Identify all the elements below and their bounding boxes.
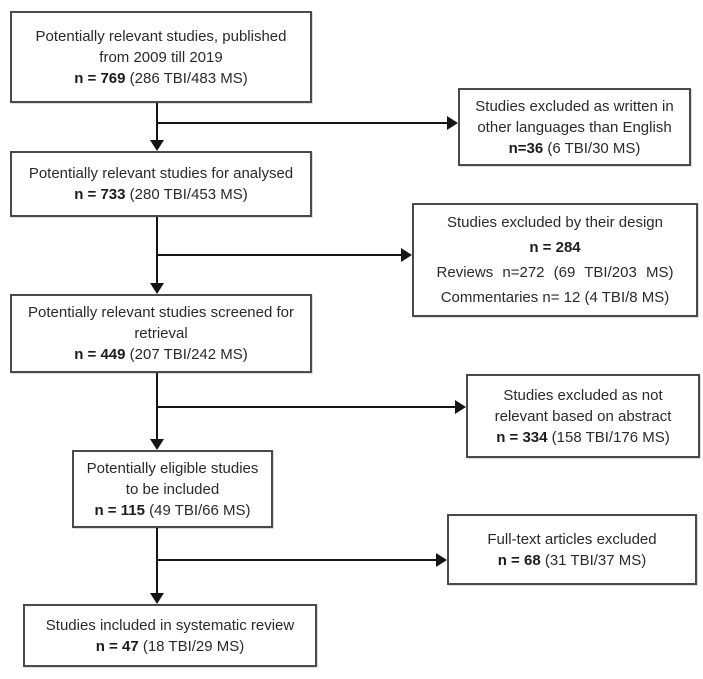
arrow-down-icon <box>150 283 164 294</box>
box-count-line: n = 733 (280 TBI/453 MS) <box>12 184 310 205</box>
connector-line <box>156 122 447 124</box>
box-count-line: n = 284 <box>414 235 696 260</box>
arrow-down-icon <box>150 593 164 604</box>
count-rest: (158 TBI/176 MS) <box>547 428 670 446</box>
box-text-line: Full-text articles excluded <box>487 530 657 548</box>
box-text-line: Studies excluded by their design <box>447 214 663 231</box>
box-count-line: n=36 (6 TBI/30 MS) <box>460 138 689 159</box>
count-rest: (280 TBI/453 MS) <box>125 186 248 203</box>
box-text-line: Potentially eligible studies <box>86 459 259 477</box>
box-text-line: Studies included in systematic review <box>45 616 295 634</box>
box-text-line: from 2009 till 2019 <box>99 48 223 66</box>
box-text-line: retrieval <box>134 325 188 342</box>
box-count-line: n = 115 (49 TBI/66 MS) <box>74 500 271 521</box>
count-bold: n = 733 <box>74 186 126 203</box>
box-studies-screened: Potentially relevant studies screened fo… <box>10 294 312 373</box>
box-excluded-fulltext: Full-text articles excluded n = 68 (31 T… <box>447 514 697 585</box>
arrow-down-icon <box>150 439 164 450</box>
box-studies-analysed: Potentially relevant studies for analyse… <box>10 151 312 217</box>
count-rest: (207 TBI/242 MS) <box>125 346 248 363</box>
box-included-studies: Studies included in systematic review n … <box>23 604 317 667</box>
box-identified-studies: Potentially relevant studies, published … <box>10 11 312 103</box>
box-text-line: Commentaries n= 12 (4 TBI/8 MS) <box>440 289 670 306</box>
count-rest: (286 TBI/483 MS) <box>125 69 248 87</box>
connector-line <box>156 559 436 561</box>
connector-line <box>156 528 158 594</box>
box-count-line: n = 334 (158 TBI/176 MS) <box>468 427 698 448</box>
arrow-right-icon <box>401 248 412 262</box>
box-text-line: relevant based on abstract <box>494 407 672 425</box>
box-count-line: n = 47 (18 TBI/29 MS) <box>25 636 315 657</box>
box-excluded-abstract: Studies excluded as not relevant based o… <box>466 374 700 458</box>
count-rest: (6 TBI/30 MS) <box>543 139 641 157</box>
count-bold: n = 449 <box>74 346 126 363</box>
box-text-line: other languages than English <box>477 118 672 136</box>
box-excluded-language: Studies excluded as written in other lan… <box>458 88 691 166</box>
count-rest: (31 TBI/37 MS) <box>540 551 647 569</box>
arrow-right-icon <box>447 116 458 130</box>
box-eligible-studies: Potentially eligible studies to be inclu… <box>72 450 273 528</box>
count-bold: n = 284 <box>529 239 581 256</box>
count-bold: n = 334 <box>496 428 548 446</box>
box-text-line: Potentially relevant studies for analyse… <box>28 165 294 182</box>
connector-line <box>156 217 158 284</box>
box-text-line: Reviews n=272 (69 TBI/203 MS) <box>436 264 674 281</box>
box-text-line: Potentially relevant studies, published <box>35 27 287 45</box>
count-rest: (49 TBI/66 MS) <box>144 501 251 519</box>
box-text-line: Potentially relevant studies screened fo… <box>28 304 294 321</box>
box-count-line: n = 769 (286 TBI/483 MS) <box>12 68 310 89</box>
count-bold: n = 115 <box>94 501 145 519</box>
count-bold: n=36 <box>508 139 544 157</box>
box-count-line: n = 449 (207 TBI/242 MS) <box>12 344 310 365</box>
count-bold: n = 47 <box>95 637 139 655</box>
connector-line <box>156 254 401 256</box>
box-count-line: n = 68 (31 TBI/37 MS) <box>449 550 695 571</box>
box-text-line: Studies excluded as not <box>503 386 663 404</box>
count-bold: n = 68 <box>497 551 541 569</box>
count-rest: (18 TBI/29 MS) <box>138 637 245 655</box>
count-bold: n = 769 <box>74 69 126 87</box>
arrow-right-icon <box>455 400 466 414</box>
arrow-right-icon <box>436 553 447 567</box>
arrow-down-icon <box>150 140 164 151</box>
box-text-line: Studies excluded as written in <box>475 97 674 115</box>
connector-line <box>156 406 455 408</box>
box-excluded-design: Studies excluded by their design n = 284… <box>412 203 698 317</box>
box-text-line: to be included <box>125 480 220 498</box>
